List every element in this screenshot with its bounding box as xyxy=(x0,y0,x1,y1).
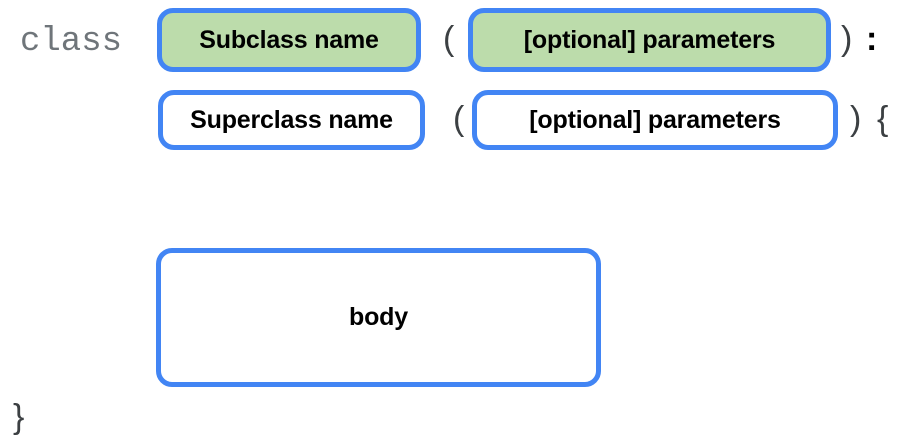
superclass-name-slot[interactable]: Superclass name xyxy=(158,90,425,150)
subclass-name-slot[interactable]: Subclass name xyxy=(157,8,421,72)
line2-open-brace: { xyxy=(877,100,889,138)
subclass-name-label: Subclass name xyxy=(199,25,379,54)
superclass-parameters-slot[interactable]: [optional] parameters xyxy=(472,90,838,150)
line1-colon: : xyxy=(866,20,878,58)
superclass-parameters-label: [optional] parameters xyxy=(529,105,781,134)
class-keyword: class xyxy=(20,23,123,61)
body-label: body xyxy=(349,303,408,331)
subclass-parameters-label: [optional] parameters xyxy=(523,25,776,54)
body-slot[interactable]: body xyxy=(156,248,601,387)
line2-close-paren: ) xyxy=(850,100,862,138)
line2-open-paren: ( xyxy=(453,100,465,138)
closing-brace: } xyxy=(13,398,25,436)
superclass-name-label: Superclass name xyxy=(190,105,393,134)
subclass-parameters-slot[interactable]: [optional] parameters xyxy=(468,8,831,72)
line1-close-paren: ) xyxy=(841,20,853,58)
line1-open-paren: ( xyxy=(443,20,455,58)
